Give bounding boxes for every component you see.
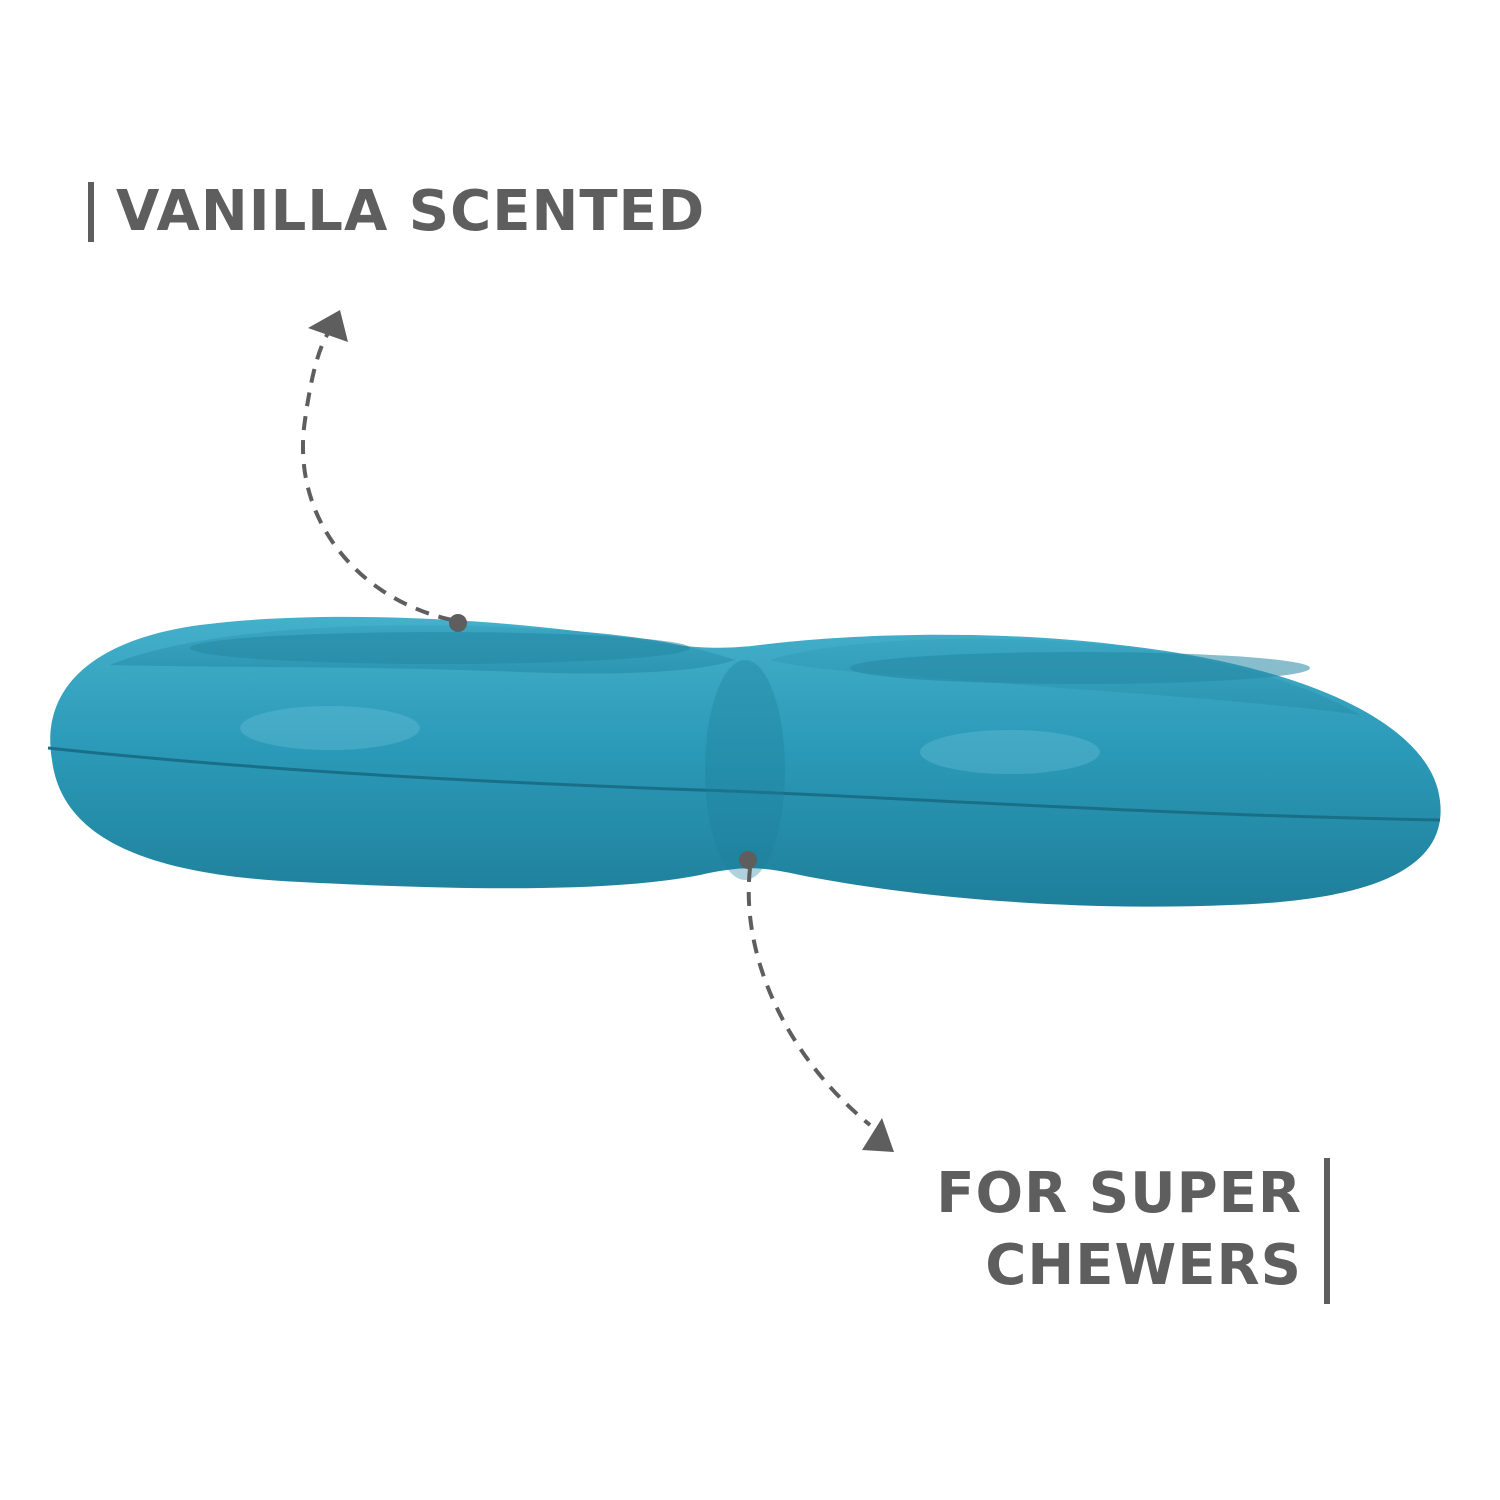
annotation-top-arrowhead: [308, 310, 348, 342]
callout-super-chewers: FOR SUPER CHEWERS: [936, 1158, 1330, 1304]
annotation-top: [301, 310, 467, 632]
annotation-top-dashed-arrow: [301, 328, 453, 622]
callout-bottom-divider: [1324, 1158, 1330, 1304]
annotation-top-dot: [449, 614, 467, 632]
callout-bottom-lines: FOR SUPER CHEWERS: [936, 1158, 1302, 1304]
toy-hole-right: [850, 652, 1310, 684]
toy-pinch-shadow: [705, 660, 785, 880]
callout-vanilla-scented: VANILLA SCENTED: [88, 180, 705, 244]
toy-highlight-right: [920, 730, 1100, 774]
callout-bottom-line-1: FOR SUPER: [936, 1161, 1302, 1226]
callout-bottom-line-2: CHEWERS: [985, 1233, 1302, 1298]
annotation-bottom-dashed-arrow: [746, 867, 872, 1127]
annotation-bottom-arrowhead: [862, 1118, 894, 1152]
annotation-bottom: [739, 851, 894, 1152]
chew-toy: [47, 616, 1441, 907]
toy-hole-left: [190, 632, 690, 664]
annotation-bottom-dot: [739, 851, 757, 869]
toy-seam: [47, 746, 1441, 822]
toy-highlight-left: [240, 706, 420, 750]
callout-top-text: VANILLA SCENTED: [116, 179, 706, 244]
callout-top-divider: [88, 182, 94, 242]
